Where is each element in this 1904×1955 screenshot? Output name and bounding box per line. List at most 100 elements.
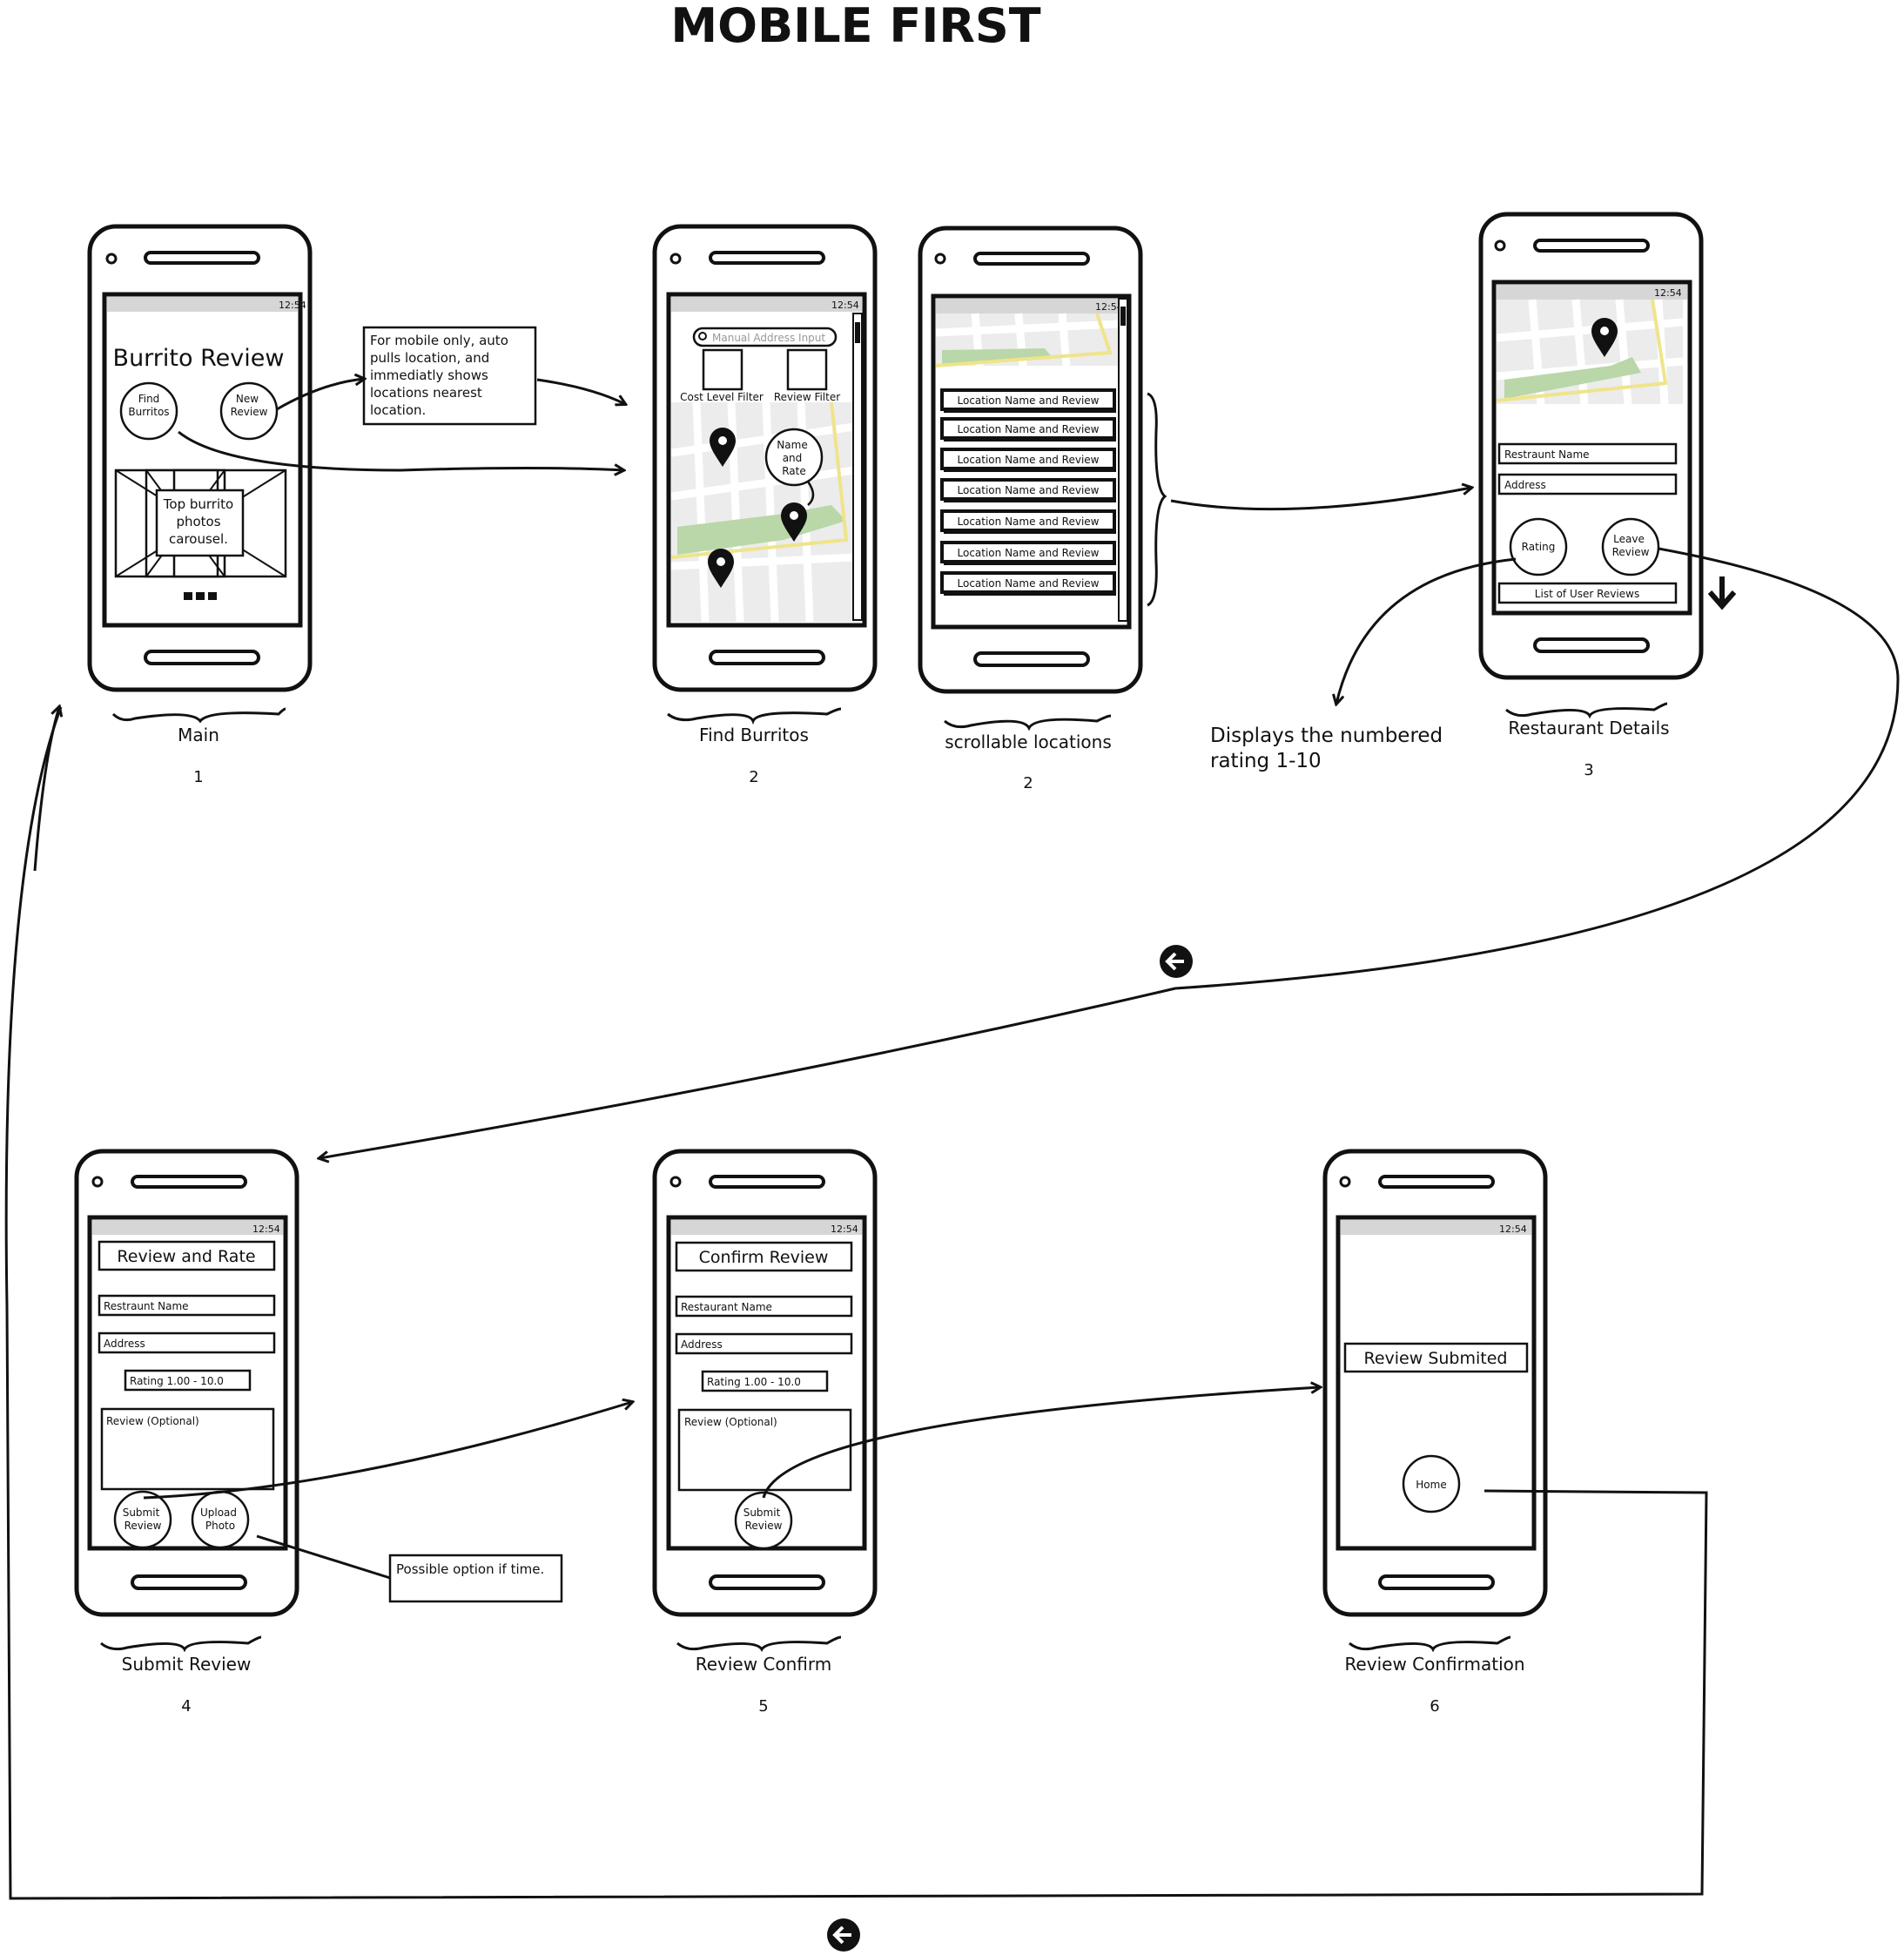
user-reviews-button[interactable] [1497,582,1678,604]
confirm-rating-text: Rating 1.00 - 10.0 [707,1376,801,1388]
note-rating-line-1: Displays the numbered [1210,725,1443,747]
confirm-address-text: Address [681,1338,723,1351]
status-time-2: 12:54 [831,300,859,311]
submit-rating-text: Rating 1.00 - 10.0 [130,1375,224,1387]
confirm-rating-field[interactable] [701,1370,829,1392]
note-upload-text: Possible option if time. [396,1561,544,1577]
page-title: MOBILE FIRST [670,0,1040,53]
note-auto-line-4: locations nearest [370,385,482,401]
submit-name-field[interactable] [98,1294,276,1317]
confirm-name-field[interactable] [675,1295,853,1318]
submit-name-text: Restraunt Name [104,1300,189,1312]
phone-details: 12:54 Restraunt Name Address Rating Leav… [1478,212,1737,779]
home-button[interactable]: Home [1402,1454,1461,1513]
label-main: Main [178,725,219,745]
confirm-review-field[interactable] [677,1408,852,1492]
arrow-left-icon [827,1918,860,1952]
status-time: 12:54 [279,300,306,311]
find-burritos-label-2: Burritos [128,406,169,418]
new-review-button[interactable]: New Review [219,381,279,441]
search-icon [698,332,707,340]
number-submit: 4 [181,1697,191,1716]
submit-review-button[interactable]: Submit Review [113,1490,172,1549]
note-auto-line-1: For mobile only, auto [370,333,508,348]
find-burritos-button[interactable]: Find Burritos [119,381,178,441]
submit-review-label-1: Submit [123,1507,160,1519]
address-search[interactable]: Manual Address Input [692,327,838,347]
status-time-7: 12:54 [1499,1224,1527,1235]
app-title: Burrito Review [113,345,285,372]
details-address-field[interactable] [1497,473,1678,495]
note-auto-line-5: location. [370,402,426,418]
scrollbar-2[interactable] [1118,298,1128,622]
note-upload-option: Possible option if time. [388,1554,563,1603]
confirm-address-field[interactable] [675,1332,853,1355]
confirm-submit-button[interactable]: Submit Review [734,1491,793,1550]
review-filter-box[interactable] [786,348,828,391]
note-auto-line-2: pulls location, and [370,350,489,366]
location-item-label: Location Name and Review [958,394,1100,407]
phone-confirm: 12:54 Confirm Review Restaurant Name Add… [652,1149,878,1716]
label-find: Find Burritos [699,725,809,745]
phone-main: 12:54 Burrito Review Find Burritos New R… [87,224,313,786]
details-name-field[interactable] [1497,442,1678,465]
submit-address-field[interactable] [98,1331,276,1354]
status-time-6: 12:54 [831,1224,858,1235]
done-heading: Review Submited [1364,1349,1508,1368]
label-submit: Submit Review [122,1654,252,1675]
submit-address-text: Address [104,1338,145,1350]
status-time-3: 12:54 [1095,301,1123,313]
note-auto-line-3: immediatly shows [370,367,488,383]
phone-done: 12:54 Review Submited Home Review Confir… [1322,1149,1548,1716]
confirm-name-text: Restaurant Name [681,1301,772,1313]
note-auto-location: For mobile only, auto pulls location, an… [362,326,537,426]
number-find: 2 [749,768,758,786]
location-list-item[interactable]: Location Name and Review [940,541,1116,565]
location-list-item[interactable]: Location Name and Review [940,448,1116,472]
submit-review-field[interactable] [100,1407,275,1491]
confirm-review-text: Review (Optional) [684,1416,777,1428]
name-rate-bubble[interactable]: Name and Rate [764,428,824,506]
leave-review-button[interactable]: Leave Review [1601,517,1660,576]
location-list-item[interactable]: Location Name and Review [940,417,1116,442]
submit-review-label-2: Review [124,1520,162,1532]
location-item-label: Location Name and Review [958,577,1100,590]
location-list-item[interactable]: Location Name and Review [940,571,1116,596]
number-details: 3 [1584,761,1593,779]
location-item-label: Location Name and Review [958,547,1100,559]
details-map[interactable] [1496,299,1684,405]
map-view[interactable] [670,401,855,623]
leave-review-label-2: Review [1612,546,1650,558]
phone-find: 12:54 Manual Address Input Cost [652,224,878,786]
done-heading-box [1343,1342,1529,1373]
scrollbar[interactable] [852,313,863,621]
cost-filter-box[interactable] [702,348,743,391]
submit-heading-box [98,1240,276,1271]
bubble-line-2: and [783,452,803,464]
carousel-text-1: Top burrito [163,496,233,512]
submit-rating-field[interactable] [124,1369,252,1392]
location-item-label: Location Name and Review [958,516,1100,528]
review-filter-label: Review Filter [774,391,840,403]
location-item-label: Location Name and Review [958,484,1100,496]
number-main: 1 [193,768,203,786]
location-list-item[interactable]: Location Name and Review [940,478,1116,502]
location-list-item[interactable]: Location Name and Review [940,509,1116,534]
number-list: 2 [1023,774,1033,792]
home-label: Home [1416,1479,1446,1491]
bubble-line-3: Rate [782,465,806,477]
cost-filter-label: Cost Level Filter [680,391,764,403]
find-burritos-label-1: Find [138,393,160,405]
carousel-dots[interactable] [184,592,217,600]
user-reviews-label: List of User Reviews [1535,588,1639,600]
mini-map[interactable] [935,313,1120,367]
number-confirm: 5 [758,1697,768,1716]
rating-button[interactable]: Rating [1509,517,1568,576]
location-list-item[interactable]: Location Name and Review [940,388,1116,413]
note-rating: Displays the numbered rating 1-10 [1210,725,1443,772]
leave-review-label-1: Leave [1613,533,1645,545]
upload-photo-button[interactable]: Upload Photo [191,1490,250,1549]
status-time-5: 12:54 [252,1224,280,1235]
photo-carousel[interactable]: Top burrito photos carousel. [114,469,287,578]
